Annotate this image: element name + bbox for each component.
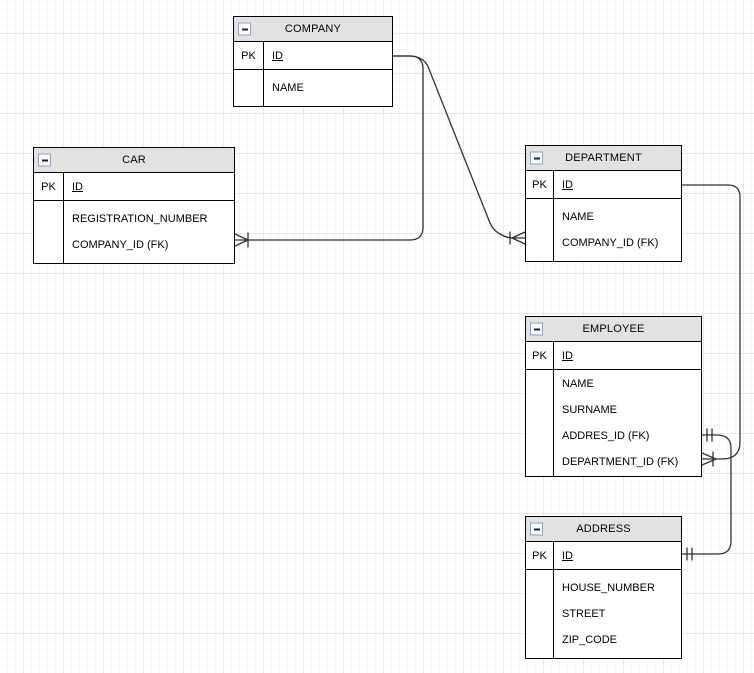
collapse-minus-icon[interactable] <box>238 22 251 36</box>
pk-column-spacer <box>234 70 264 106</box>
relationship-company-department[interactable] <box>392 55 526 245</box>
pk-attribute: ID <box>562 349 573 362</box>
attribute-row[interactable]: ZIP_CODE <box>562 634 618 646</box>
relationship-line[interactable] <box>392 55 513 239</box>
attribute-row[interactable]: STREET <box>562 608 606 620</box>
entity-header[interactable]: ADDRESS <box>526 517 681 542</box>
pk-attribute: ID <box>272 49 283 62</box>
attribute-row[interactable]: ADDRES_ID (FK) <box>562 430 650 442</box>
entity-header[interactable]: EMPLOYEE <box>526 317 701 342</box>
pk-column-spacer <box>526 570 554 658</box>
pk-label: PK <box>526 171 554 198</box>
entity-header[interactable]: CAR <box>34 148 234 173</box>
collapse-minus-icon[interactable] <box>530 522 543 536</box>
pk-label: PK <box>34 173 64 200</box>
primary-key-row[interactable]: PK ID <box>526 171 681 199</box>
pk-label: PK <box>526 342 554 369</box>
crow-foot-icon <box>701 451 717 467</box>
attribute-row[interactable]: HOUSE_NUMBER <box>562 582 655 594</box>
attribute-row[interactable]: NAME <box>562 211 594 223</box>
pk-column-spacer <box>526 370 554 476</box>
attribute-row[interactable]: COMPANY_ID (FK) <box>562 237 659 249</box>
collapse-minus-icon[interactable] <box>38 153 51 167</box>
entity-address[interactable]: ADDRESS PK ID HOUSE_NUMBER STREET ZIP_CO… <box>525 516 682 659</box>
pk-column-spacer <box>526 199 554 261</box>
primary-key-row[interactable]: PK ID <box>234 42 392 70</box>
primary-key-row[interactable]: PK ID <box>34 173 234 201</box>
attribute-row[interactable]: NAME <box>562 378 594 390</box>
entity-employee[interactable]: EMPLOYEE PK ID NAME SURNAME ADDRES_ID (F… <box>525 316 702 477</box>
primary-key-row[interactable]: PK ID <box>526 542 681 570</box>
entity-department[interactable]: DEPARTMENT PK ID NAME COMPANY_ID (FK) <box>525 145 682 262</box>
entity-header[interactable]: DEPARTMENT <box>526 146 681 171</box>
primary-key-row[interactable]: PK ID <box>526 342 701 370</box>
entity-car[interactable]: CAR PK ID REGISTRATION_NUMBER COMPANY_ID… <box>33 147 235 264</box>
crow-foot-icon <box>234 232 249 248</box>
one-and-only-one-tick-icon <box>706 428 713 442</box>
entity-title: ADDRESS <box>576 523 631 535</box>
attribute-row[interactable]: NAME <box>272 82 304 94</box>
attribute-row[interactable]: COMPANY_ID (FK) <box>72 239 169 251</box>
entity-title: DEPARTMENT <box>565 152 642 164</box>
pk-column-spacer <box>34 201 64 263</box>
pk-attribute: ID <box>562 549 573 562</box>
pk-attribute: ID <box>72 180 83 193</box>
attribute-row[interactable]: DEPARTMENT_ID (FK) <box>562 456 679 468</box>
pk-attribute: ID <box>562 178 573 191</box>
entity-header[interactable]: COMPANY <box>234 17 392 42</box>
collapse-minus-icon[interactable] <box>530 151 543 165</box>
pk-label: PK <box>234 42 264 69</box>
entity-title: CAR <box>122 154 146 166</box>
attribute-row[interactable]: REGISTRATION_NUMBER <box>72 213 208 225</box>
collapse-minus-icon[interactable] <box>530 322 543 336</box>
attribute-row[interactable]: SURNAME <box>562 404 618 416</box>
entity-title: COMPANY <box>284 23 342 35</box>
entity-company[interactable]: COMPANY PK ID NAME <box>233 16 393 107</box>
crow-foot-icon <box>509 231 526 245</box>
one-and-only-one-tick-icon <box>686 547 693 561</box>
entity-title: EMPLOYEE <box>582 323 645 335</box>
pk-label: PK <box>526 542 554 569</box>
